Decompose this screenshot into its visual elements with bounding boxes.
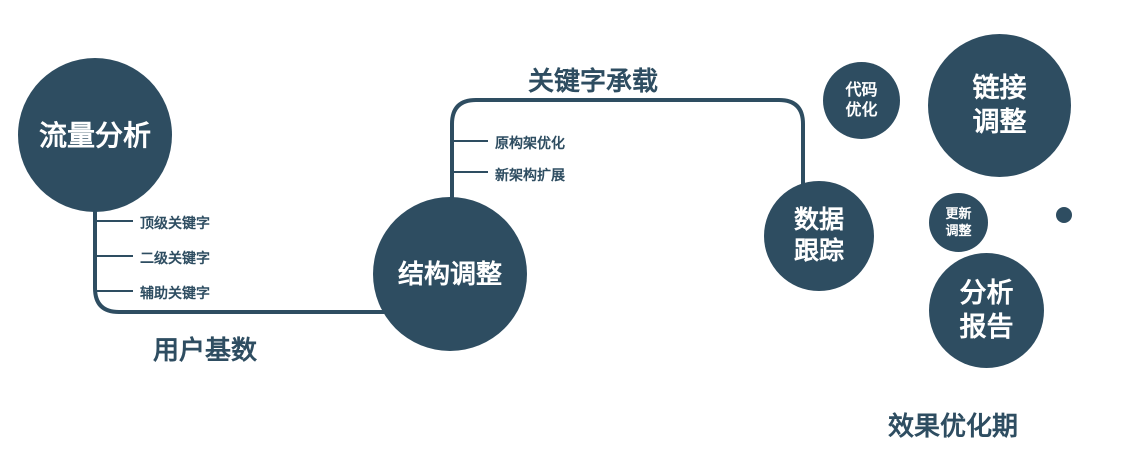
- node-data-tracking-line1: 数据: [793, 205, 844, 234]
- node-data-tracking: 数据 跟踪: [764, 181, 874, 291]
- node-update-adjustment-line1: 更新: [945, 206, 972, 222]
- tick-label-auxiliary-keywords: 辅助关键字: [140, 285, 210, 301]
- node-link-adjustment: 链接 调整: [928, 34, 1071, 177]
- node-update-adjustment-line2: 调整: [945, 222, 972, 238]
- bullet-dot: [1056, 207, 1072, 223]
- node-code-optimization: 代码 优化: [823, 62, 900, 139]
- node-structure-adjustment-label: 结构调整: [397, 258, 502, 289]
- tick-label-top-keywords: 顶级关键字: [140, 215, 210, 231]
- edge-label-keyword-bearing: 关键字承载: [528, 66, 659, 96]
- node-data-tracking-line2: 跟踪: [793, 237, 844, 265]
- node-update-adjustment: 更新 调整: [929, 193, 988, 252]
- path-traffic-to-structure: [93, 200, 386, 314]
- tick-label-secondary-keywords: 二级关键字: [140, 250, 210, 266]
- node-analysis-report: 分析 报告: [929, 253, 1044, 368]
- node-traffic-analysis: 流量分析: [18, 58, 172, 212]
- node-traffic-analysis-label: 流量分析: [38, 119, 151, 151]
- path-structure-to-tracking: [450, 98, 805, 202]
- node-link-adjustment-line2: 调整: [972, 106, 1027, 137]
- tick-label-original-architecture: 原构架优化: [495, 135, 565, 151]
- node-code-optimization-line2: 优化: [845, 101, 878, 119]
- node-link-adjustment-line1: 链接: [972, 72, 1027, 103]
- node-code-optimization-line1: 代码: [845, 81, 878, 99]
- node-analysis-report-line1: 分析: [959, 277, 1014, 308]
- caption-effect-optimization-period: 效果优化期: [888, 411, 1019, 441]
- node-analysis-report-line2: 报告: [959, 311, 1014, 342]
- tick-label-new-architecture: 新架构扩展: [495, 167, 565, 183]
- edge-label-user-base: 用户基数: [153, 335, 258, 365]
- node-structure-adjustment: 结构调整: [373, 197, 527, 351]
